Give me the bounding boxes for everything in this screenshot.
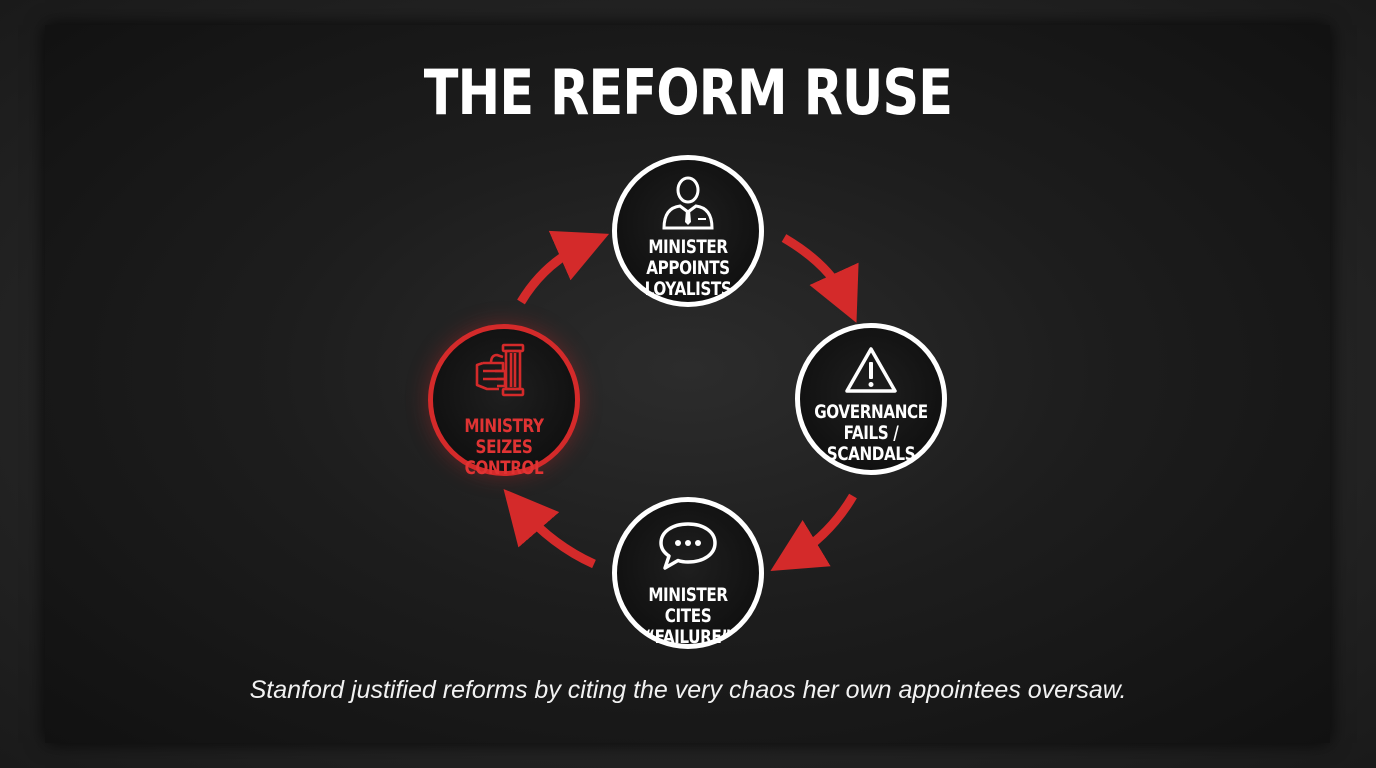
warning-triangle-icon	[845, 347, 897, 393]
node-minister-appoints-loyalists: MINISTER APPOINTS LOYALISTS	[612, 155, 764, 307]
caption-text: Stanford justified reforms by citing the…	[249, 676, 1127, 704]
node-label: MINISTER APPOINTS LOYALISTS	[644, 236, 732, 300]
node-governance-fails-scandals: GOVERNANCE FAILS / SCANDALS	[795, 323, 947, 475]
arrow-seizes-to-appoints	[517, 230, 610, 305]
page-title: THE REFORM RUSE	[423, 56, 953, 129]
node-minister-cites-failure: MINISTER CITES “FAILURE”	[612, 497, 764, 649]
arrow-cites-to-seizes	[503, 488, 596, 569]
speech-bubble-icon	[659, 522, 717, 570]
arrow-appoints-to-fails	[781, 234, 859, 323]
person-with-tie-icon	[662, 176, 714, 230]
node-label: GOVERNANCE FAILS / SCANDALS	[814, 401, 928, 465]
node-label: MINISTRY SEIZES CONTROL	[464, 415, 544, 479]
node-ministry-seizes-control: MINISTRY SEIZES CONTROL	[428, 324, 580, 479]
arrow-fails-to-cites	[770, 493, 857, 572]
node-label: MINISTER CITES “FAILURE”	[644, 584, 731, 648]
fist-gavel-icon	[475, 343, 525, 397]
